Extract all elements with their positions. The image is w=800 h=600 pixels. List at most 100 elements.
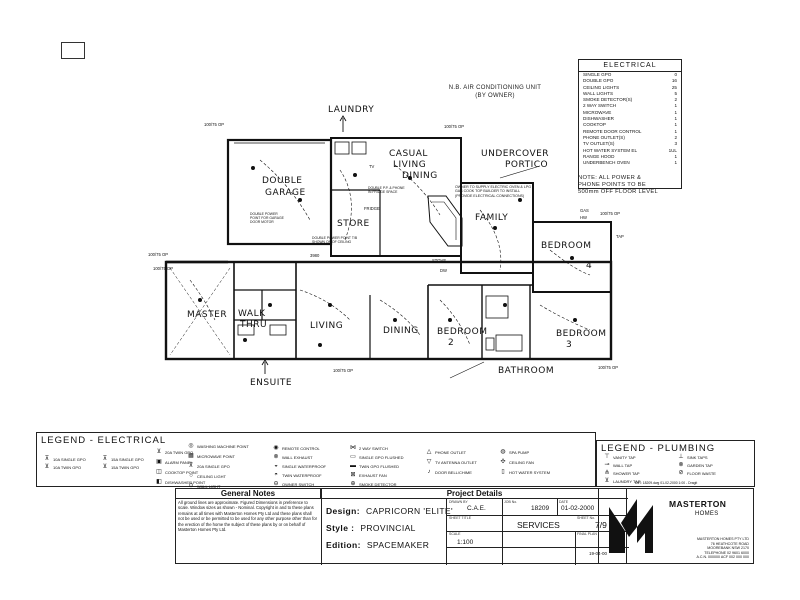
room-dining: DINING <box>383 326 419 336</box>
schedule-item-qty: 1 <box>674 109 677 115</box>
legend-item-label: TV ANTENNA OUTLET <box>435 459 477 465</box>
design-label: Design: <box>326 506 360 516</box>
legend-symbol-icon: ♪ <box>427 469 431 475</box>
legend-plumbing-item: ⊻LAUNDRY TAP <box>603 478 641 484</box>
schedule-item-qty: 1 <box>674 128 677 134</box>
edition-row: Edition:SPACEMAKER <box>326 540 429 550</box>
legend-symbol-icon: ▣ <box>156 459 162 465</box>
scale-label: SCALE <box>449 532 461 536</box>
legend-electrical: LEGEND - ELECTRICAL ⊼10A SINGLE GPO⊻10A … <box>36 432 596 489</box>
electrical-schedule-row: SMOKE DETECTOR(S) 2 <box>579 97 681 103</box>
schedule-item-qty: 2 <box>674 97 677 103</box>
legend-symbol-icon: ⊕ <box>350 481 356 487</box>
room-laundry: LAUNDRY <box>328 105 374 115</box>
legend-electrical-item: ⊼15A SINGLE GPO <box>101 456 144 462</box>
schedule-item-label: CEILING LIGHTS <box>583 84 620 90</box>
legend-item-label: 15A TWIN GPO <box>111 464 140 470</box>
mark-gas: GAS <box>580 208 589 213</box>
legend-item-label: WASHING MACHINE POINT <box>197 443 249 449</box>
schedule-item-label: DOUBLE GPO <box>583 78 614 84</box>
legend-electrical-item: ⊻20A TWIN GPO <box>155 449 193 455</box>
legend-symbol-icon: ✣ <box>500 459 506 465</box>
style-row: Style :PROVINCIAL <box>326 523 416 533</box>
project-details-title: Project Details <box>321 489 628 499</box>
room-bedroom-3-number: 3 <box>566 340 572 350</box>
room-family: FAMILY <box>475 213 508 223</box>
schedule-item-label: REMOTE DOOR CONTROL <box>583 128 642 134</box>
legend-symbol-icon: ◓ <box>274 472 278 478</box>
legend-symbol-icon: ◧ <box>156 479 162 485</box>
power-points-note: NOTE: ALL POWER & PHONE POINTS TO BE 500… <box>578 175 658 197</box>
sheet-no-label: SHEET No. <box>577 516 596 520</box>
legend-item-label: SINGLE GPO FLUSHED <box>359 454 404 460</box>
schedule-item-label: SMOKE DETECTOR(S) <box>583 97 633 103</box>
room-bedroom-4: BEDROOM <box>541 241 591 251</box>
title-block: General Notes All ground lines are appro… <box>175 488 629 565</box>
ac-note: N.B. AIR CONDITIONING UNIT (BY OWNER) <box>430 84 560 100</box>
schedule-item-qty: 1 <box>674 122 677 128</box>
legend-symbol-icon: ⊻ <box>156 449 162 455</box>
room-double: DOUBLE <box>262 176 302 186</box>
mark-op-4: 100/75 OP <box>148 252 168 257</box>
address-line: A.C.N. 000000 ACF 002 000 000 <box>696 555 749 560</box>
room-walk: WALK <box>238 309 266 319</box>
mark-op-1: 100/75 OP <box>204 122 224 127</box>
job-no-value: 18209 <box>531 505 550 512</box>
legend-item-label: CEILING LIGHT <box>197 473 226 479</box>
legend-item-label: 20A TWIN GPO <box>165 449 194 455</box>
legend-electrical-item: ◉REMOTE CONTROL <box>272 445 320 451</box>
room-thru: THRU <box>239 320 267 330</box>
mark-op-6: 100/75 OP <box>333 368 353 373</box>
room-ensuite: ENSUITE <box>250 378 292 388</box>
schedule-item-label: SINGLE GPO <box>583 72 612 77</box>
room-bedroom-2: BEDROOM <box>437 327 487 337</box>
mark-stove: STOVE <box>432 258 446 263</box>
electrical-schedule-title: ELECTRICAL <box>579 60 681 72</box>
legend-electrical-item: ◧DISHWASHER POINT <box>155 479 205 485</box>
schedule-item-qty: 2 <box>674 134 677 140</box>
legend-item-label: SINK TAPS <box>687 454 708 460</box>
fridge-power-note: DOUBLE P.P. & PHONE IN FRIDGE SPACE <box>368 186 405 195</box>
room-bedroom-4-number: 4 <box>586 261 592 271</box>
legend-item-label: WALL LIGHT <box>197 483 221 489</box>
file-reference: DIR: 18209.dwg 01-02-2000 1:00 - Dragit <box>635 481 698 485</box>
schedule-item-qty: 5 <box>674 90 677 96</box>
legend-item-label: COOKTOP POINT <box>165 469 199 475</box>
legend-electrical-item: ⊠EXHAUST FAN <box>349 472 386 478</box>
legend-electrical-item: ▽TV ANTENNA OUTLET <box>425 459 477 465</box>
electrical-schedule-row: TV OUTLET(S)3 <box>579 141 681 147</box>
plumbing-symbol-icon: ⊗ <box>678 462 684 468</box>
room-bedroom-2-number: 2 <box>448 338 454 348</box>
legend-electrical-item: ⊼20A SINGLE GPO <box>187 463 230 469</box>
mark-tv: TV <box>369 164 375 169</box>
job-no-label: JOB No. <box>504 500 518 504</box>
plumbing-symbol-icon: ⊥ <box>678 454 684 460</box>
floor-plan: LAUNDRY CASUAL LIVING DINING UNDERCOVER … <box>148 105 624 388</box>
room-casual-1: CASUAL <box>389 149 428 159</box>
schedule-item-qty: 3 <box>674 141 677 147</box>
drawn-by-value: C.A.E. <box>467 505 486 512</box>
legend-symbol-icon: ▽ <box>426 459 432 465</box>
legend-symbol-icon: ◫ <box>156 469 162 475</box>
legend-electrical-item: ◫COOKTOP POINT <box>155 469 198 475</box>
mark-op-7: 100/75 OP <box>598 365 618 370</box>
legend-item-label: SHOWER TAP <box>613 470 640 476</box>
legend-electrical-item: △PHONE OUTLET <box>425 449 466 455</box>
legend-electrical-item: ◒SINGLE WATERPROOF <box>272 463 326 469</box>
schedule-item-label: HOT WATER SYSTEM EL <box>583 147 638 153</box>
legend-item-label: SPA PUMP <box>509 449 530 455</box>
legend-item-label: REMOTE CONTROL <box>282 445 320 451</box>
sheet-no-value: 7/9 <box>595 520 607 530</box>
legend-item-label: 2 WAY SWITCH <box>359 445 388 451</box>
legend-electrical-item: ⊕SMOKE DETECTOR <box>349 481 396 487</box>
edition-value: SPACEMAKER <box>366 540 430 550</box>
drawn-by-label: DRAWN BY <box>449 500 468 504</box>
